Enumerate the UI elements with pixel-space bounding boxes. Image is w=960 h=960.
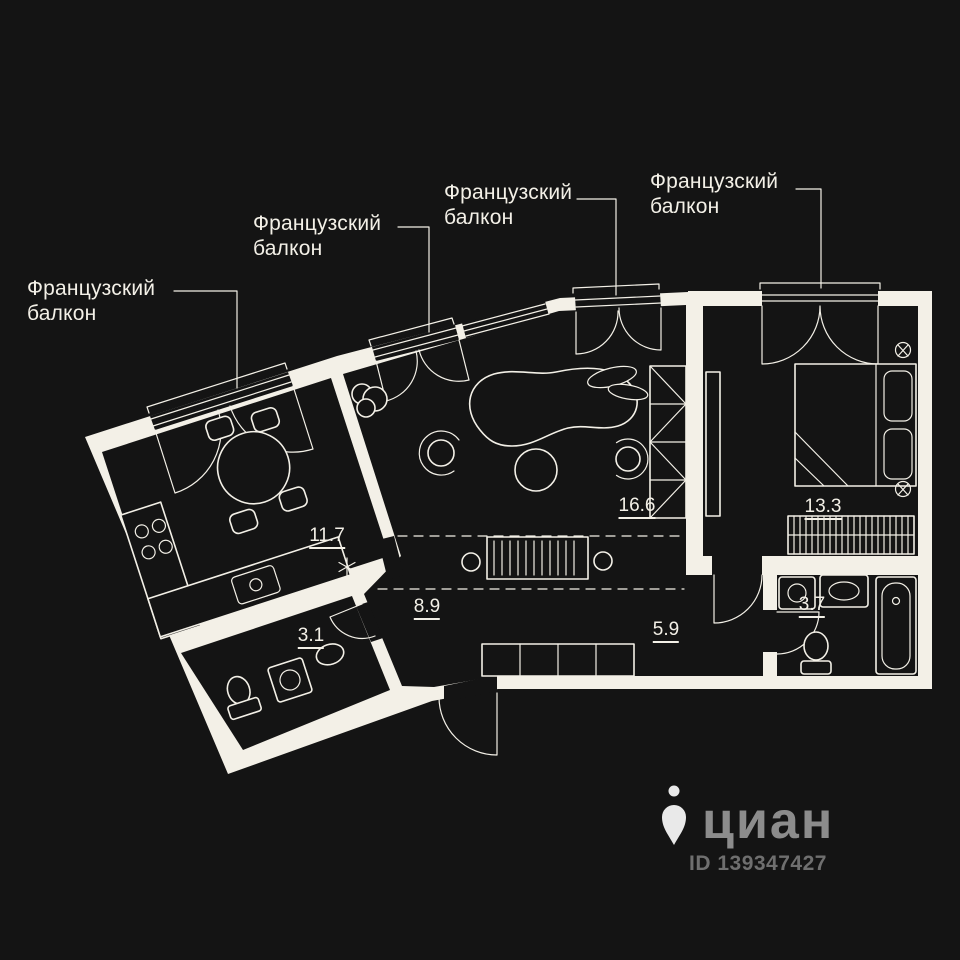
bathroom-doorway (763, 610, 777, 652)
toilet (803, 631, 829, 661)
chair (229, 508, 259, 535)
room-area-bedroom: 13.3 (804, 496, 842, 520)
room-area-living: 16.6 (618, 495, 656, 519)
room-area-hallway: 8.9 (413, 596, 441, 620)
kitchen-furniture (119, 406, 352, 640)
chair (278, 486, 308, 512)
cian-brand-wordmark: циан (702, 792, 835, 850)
dining-table (216, 430, 291, 505)
washing-machine (267, 657, 313, 703)
sconce-lamp-icon (894, 341, 912, 359)
fridge-snowflake-icon (338, 557, 356, 577)
leader-lines (173, 188, 822, 389)
room-area-bathroom-small: 3.1 (297, 625, 325, 649)
stool (461, 552, 481, 572)
sconce-lamp-icon (894, 480, 912, 498)
french-balcony-label-2: Французский балкон (253, 212, 382, 260)
sink (315, 643, 345, 666)
room-area-bathroom: 3.7 (798, 594, 826, 618)
listing-id: ID 139347427 (689, 852, 827, 875)
leader-line-3 (576, 198, 617, 296)
room-area-kitchen: 11.7 (309, 525, 345, 549)
balcony-4-opening (762, 291, 878, 306)
furniture (119, 341, 917, 721)
chair (205, 415, 235, 442)
corridor-furniture (481, 643, 635, 677)
stool (593, 551, 613, 571)
french-balcony-label-4: Французский балкон (650, 170, 779, 218)
small-bathroom-doorway (356, 602, 383, 642)
cian-pin-icon (662, 785, 686, 845)
chair (250, 406, 281, 433)
pillow (883, 370, 913, 422)
small-bathroom-door-swing (329, 603, 376, 639)
bathtub (875, 576, 917, 675)
decor-leaf (607, 383, 649, 401)
leader-line-4 (795, 188, 822, 289)
window-glazing (150, 294, 879, 427)
wardrobe (705, 371, 721, 517)
leader-line-1 (173, 290, 238, 389)
bedroom-door-swing (713, 574, 763, 624)
french-balcony-label-1: Французский балкон (27, 277, 156, 325)
leader-line-2 (397, 226, 430, 333)
living-room-furniture (351, 365, 721, 580)
sink (819, 574, 869, 608)
room-area-corridor: 5.9 (652, 619, 680, 643)
bedroom-doorway (712, 556, 762, 575)
armchair (615, 446, 641, 472)
kitchen-sink (231, 565, 281, 605)
entrance-door-swing (438, 692, 498, 756)
coffee-table (514, 448, 558, 492)
washing-machine (778, 576, 816, 610)
bedroom-furniture (787, 341, 917, 555)
kitchen-doorway (378, 536, 404, 580)
french-balcony-label-3: Французский балкон (444, 181, 573, 229)
armchair (427, 439, 455, 467)
tv-console (486, 536, 589, 580)
bathroom-fixtures (778, 574, 917, 675)
balcony-3-opening (575, 293, 661, 312)
pillow (883, 428, 913, 480)
entrance-doorway (444, 675, 497, 702)
zone-dividers (377, 535, 685, 590)
small-bathroom-fixtures (226, 643, 345, 721)
